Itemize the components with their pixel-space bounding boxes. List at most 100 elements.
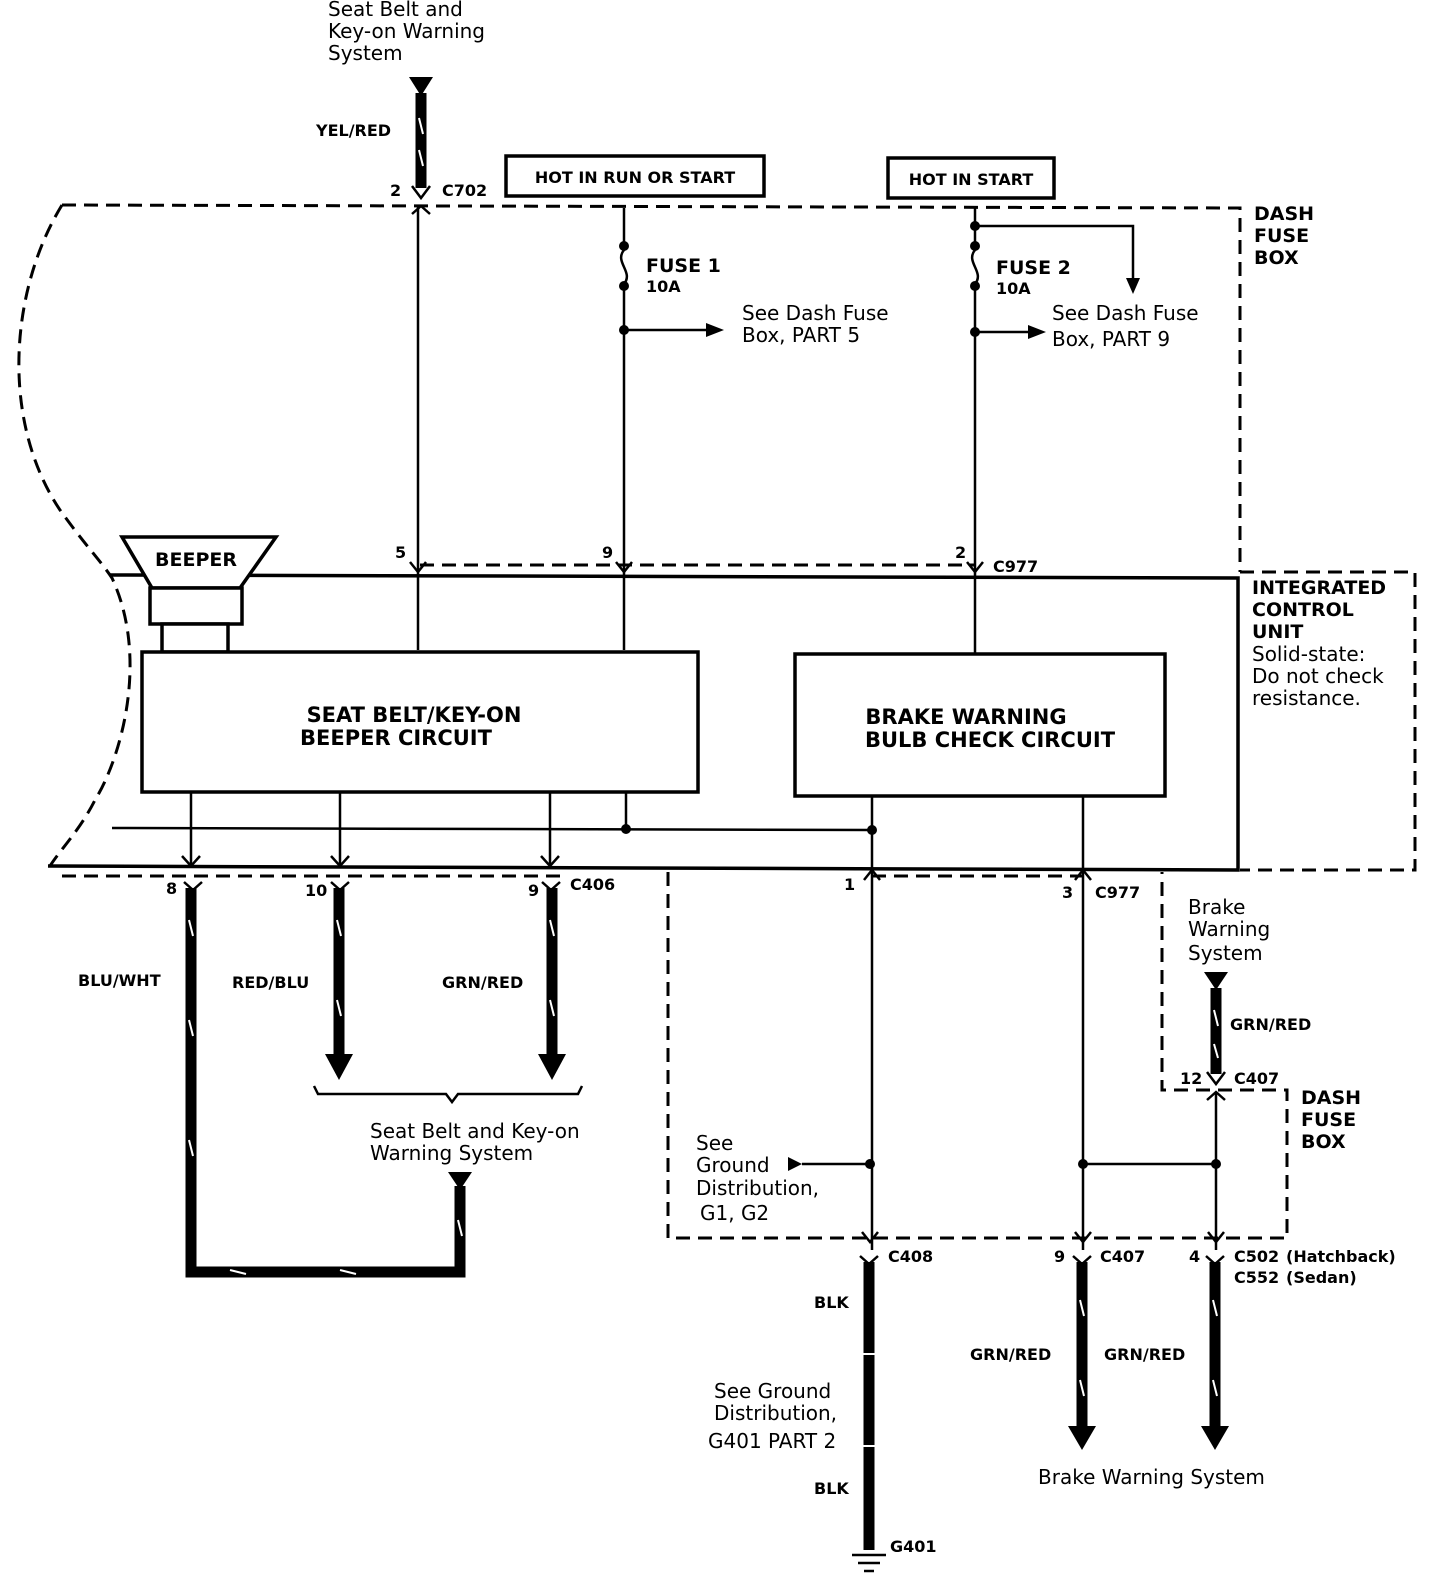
seatbelt-bottom-arrow-icon [448,1172,472,1190]
c406-connector-label: C406 [570,875,615,894]
integrated-control-unit-outline [47,573,1240,872]
dash-fuse-box-top-1: DASH [1254,203,1314,225]
icu-internal-ground-bus [111,826,873,832]
pin-2-c702: 2 [390,181,401,200]
blk-wire-label-1: BLK [814,1293,849,1312]
brake-warning-right-label-3: System [1188,941,1263,965]
beeper-icon [118,535,280,654]
seatbelt-top-label-3: System [328,41,403,65]
c977-bottom-connector-label: C977 [1095,883,1140,902]
c977-top-connector-label: C977 [993,557,1038,576]
fuse1-icon [619,249,629,285]
brake-warning-circuit-box [793,652,1167,798]
fuse2-icon [970,249,980,285]
ground-g1-g2-arrow-icon [788,1157,802,1171]
c552-connector-label: C552 [1234,1268,1279,1287]
icu-label-3: UNIT [1252,621,1303,643]
brake-warning-bottom-arrow-2-icon [1201,1426,1229,1450]
red-blu-arrow-icon [325,1054,353,1080]
icu-outline-right [1240,570,1417,872]
dash-fuse-box-outline-bottom [666,872,1289,1240]
yel-red-wire-label: YEL/RED [315,121,391,140]
beeper-label: BEEPER [155,549,237,571]
brake-warning-right-label-1: Brake [1188,895,1245,919]
pin-10: 10 [305,881,327,900]
brake-circuit-label-1: BRAKE WARNING [865,705,1066,729]
seat-belt-beeper-circuit-box [140,650,700,794]
c407-top-connector-label: C407 [1234,1069,1279,1088]
fuse2-bypass-wire [975,224,1135,280]
brake-warning-right-arrow-icon [1204,972,1228,990]
dash-fuse-box-top-2: FUSE [1254,225,1309,247]
fuse1-label: FUSE 1 [646,255,721,277]
beeper-circuit-label-2: BEEPER CIRCUIT [300,726,493,750]
pin-9-top: 9 [602,543,613,562]
icu-label-1: INTEGRATED [1252,577,1386,599]
dash-fuse-box-outline-top [17,203,1242,867]
c408-connector-label: C408 [888,1247,933,1266]
beeper-circuit-label-1: SEAT BELT/KEY-ON [307,703,522,727]
pin-2-c977: 2 [955,543,966,562]
brake-warning-bottom-label: Brake Warning System [1038,1465,1265,1489]
hot-in-start-label: HOT IN START [909,170,1034,189]
dash-fuse-box-top-3: BOX [1254,247,1299,269]
seatbelt-top-arrow-icon [409,77,433,96]
fuse2-label: FUSE 2 [996,257,1071,279]
part9-arrow-icon [1028,325,1046,339]
seatbelt-top-label-1: Seat Belt and [328,0,463,21]
hot-in-start-box [886,156,1056,200]
blu-wht-wire-label: BLU/WHT [78,971,161,990]
see-part9-label-2: Box, PART 9 [1052,327,1170,351]
grn-red-wire-label-c502: GRN/RED [1104,1345,1185,1364]
pin-4: 4 [1189,1247,1200,1266]
dash-fuse-box-bottom-3: BOX [1301,1131,1346,1153]
part5-arrow-icon [706,323,724,337]
hot-in-run-or-start-box [504,154,766,198]
hot-in-run-or-start-label: HOT IN RUN OR START [535,168,735,187]
fuse2-rating: 10A [996,279,1031,298]
brake-circuit-label-2: BULB CHECK CIRCUIT [865,728,1116,752]
pin-3: 3 [1062,883,1073,902]
blk-wire-label-2: BLK [814,1479,849,1498]
seatbelt-top-label-2: Key-on Warning [328,19,485,43]
brake-warning-right-label-2: Warning [1188,917,1270,941]
ground-symbol-icon [852,1553,886,1573]
see-part9-label-1: See Dash Fuse [1052,301,1199,325]
pin-8: 8 [166,879,177,898]
seatbelt-bottom-label-1: Seat Belt and Key-on [370,1119,580,1143]
c702-connector-label: C702 [442,181,487,200]
sedan-label: (Sedan) [1286,1268,1357,1287]
pin-9-c406: 9 [528,881,539,900]
pin-1: 1 [844,875,855,894]
dash-fuse-box-bottom-1: DASH [1301,1087,1361,1109]
seatbelt-bracket [312,1085,584,1105]
icu-note-2: Do not check [1252,664,1384,688]
grn-red-wire-label-c407-bottom: GRN/RED [970,1345,1051,1364]
pin-9-c407: 9 [1054,1247,1065,1266]
c502-connector-label: C502 [1234,1247,1279,1266]
grn-red-wire-label-c407-top: GRN/RED [1230,1015,1311,1034]
grn-red-wire-label-c406: GRN/RED [442,973,523,992]
pin-12: 12 [1180,1069,1202,1088]
seatbelt-bottom-label-2: Warning System [370,1141,533,1165]
hatchback-label: (Hatchback) [1286,1247,1396,1266]
grn-red-c406-arrow-icon [538,1054,566,1080]
g401-label: G401 [890,1537,937,1556]
see-ground-label-3: Distribution, [696,1176,819,1200]
pin-5: 5 [395,543,406,562]
see-ground-g401-label-2: Distribution, [714,1401,837,1425]
dash-fuse-box-bottom-2: FUSE [1301,1109,1356,1131]
icu-note-3: resistance. [1252,686,1361,710]
c702-connector-icon [411,185,431,201]
see-ground-g401-label-1: See Ground [714,1379,831,1403]
brake-warning-bottom-arrow-1-icon [1068,1426,1096,1450]
fuse2-bypass-arrow-icon [1126,278,1140,294]
see-ground-label-1: See [696,1131,733,1155]
icu-label-2: CONTROL [1252,599,1354,621]
c407-bottom-connector-label: C407 [1100,1247,1145,1266]
see-ground-g401-label-3: G401 PART 2 [708,1429,836,1453]
red-blu-wire-label: RED/BLU [232,973,309,992]
icu-note-1: Solid-state: [1252,642,1365,666]
see-part5-label-2: Box, PART 5 [742,323,860,347]
